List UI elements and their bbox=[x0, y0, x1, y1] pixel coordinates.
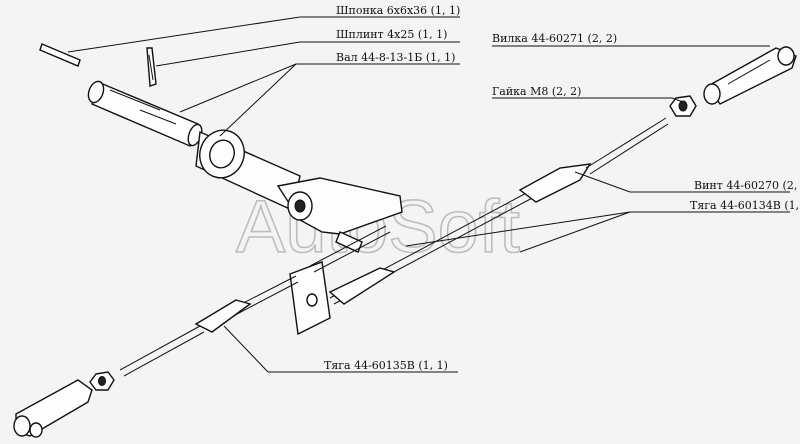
label-key: Шпонка 6х6х36 (1, 1) bbox=[336, 4, 460, 17]
label-cotter-pin: Шплинт 4х25 (1, 1) bbox=[336, 28, 447, 41]
leader-lines bbox=[67, 16, 790, 373]
label-nut: Гайка М8 (2, 2) bbox=[492, 85, 581, 98]
nut-upper bbox=[669, 95, 697, 117]
threaded-screw bbox=[585, 117, 669, 175]
cotter-pin-part bbox=[146, 47, 157, 87]
key-part bbox=[39, 43, 81, 67]
label-shaft: Вал 44-8-13-1Б (1, 1) bbox=[336, 51, 455, 64]
label-screw: Винт 44-60270 (2, 2) bbox=[694, 179, 800, 192]
label-rod-135: Тяга 44-60135В (1, 1) bbox=[324, 359, 448, 372]
nut-lower bbox=[89, 371, 115, 391]
label-fork: Вилка 44-60271 (2, 2) bbox=[492, 32, 617, 45]
fork-upper bbox=[703, 46, 797, 105]
lower-rod bbox=[119, 275, 299, 377]
shaft-part bbox=[87, 80, 203, 147]
lever-assembly bbox=[195, 129, 403, 336]
label-rod-134: Тяга 44-60134В (1, 1) bbox=[690, 199, 800, 212]
upper-rod bbox=[309, 163, 592, 305]
fork-lower bbox=[13, 379, 93, 438]
